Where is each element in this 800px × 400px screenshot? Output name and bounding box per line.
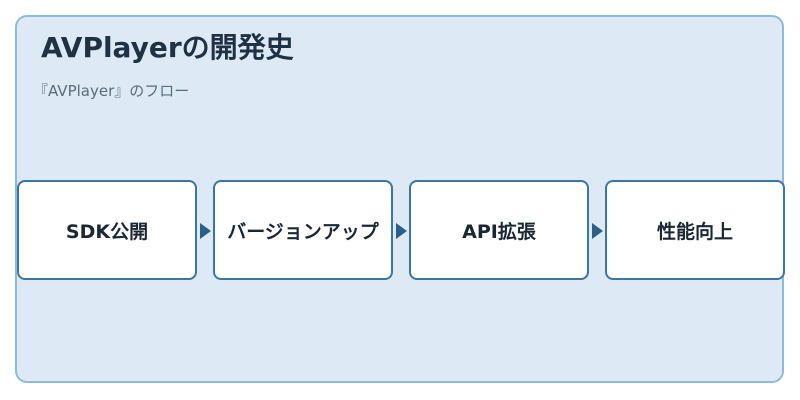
arrow-right-icon [200,223,211,239]
flow-step-api-expansion: API拡張 [409,180,589,280]
arrow-right-icon [592,223,603,239]
flow-step-version-up: バージョンアップ [213,180,393,280]
diagram-panel: AVPlayerの開発史 『AVPlayer』のフロー SDK公開 バージョンア… [15,15,786,383]
flow-chart: SDK公開 バージョンアップ API拡張 性能向上 [17,180,786,280]
diagram-subtitle: 『AVPlayer』のフロー [33,82,190,100]
arrow-right-icon [396,223,407,239]
flow-step-sdk-release: SDK公開 [17,180,197,280]
diagram-title: AVPlayerの開発史 [41,31,294,64]
flow-step-performance: 性能向上 [605,180,785,280]
